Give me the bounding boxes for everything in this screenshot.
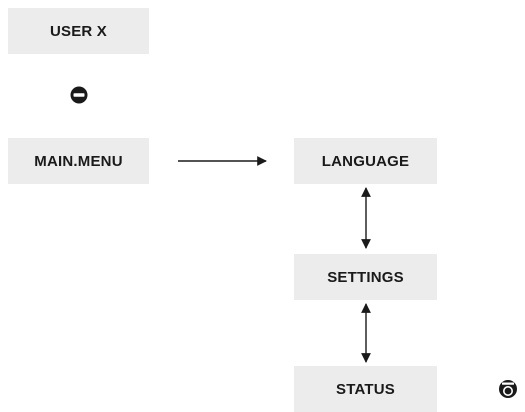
language-box[interactable]: LANGUAGE	[294, 138, 437, 184]
status-box[interactable]: STATUS	[294, 366, 437, 412]
language-label: LANGUAGE	[321, 152, 410, 170]
settings-box[interactable]: SETTINGS	[294, 254, 437, 300]
user-x-box[interactable]: USER X	[8, 8, 149, 54]
settings-label: SETTINGS	[327, 268, 404, 286]
main-menu-box[interactable]: MAIN.MENU	[8, 138, 149, 184]
minus-button-icon[interactable]	[70, 86, 88, 104]
status-label: STATUS	[336, 380, 395, 398]
user-x-label: USER X	[49, 22, 108, 40]
rotate-button-icon[interactable]	[499, 380, 517, 398]
main-menu-label: MAIN.MENU	[34, 152, 123, 170]
